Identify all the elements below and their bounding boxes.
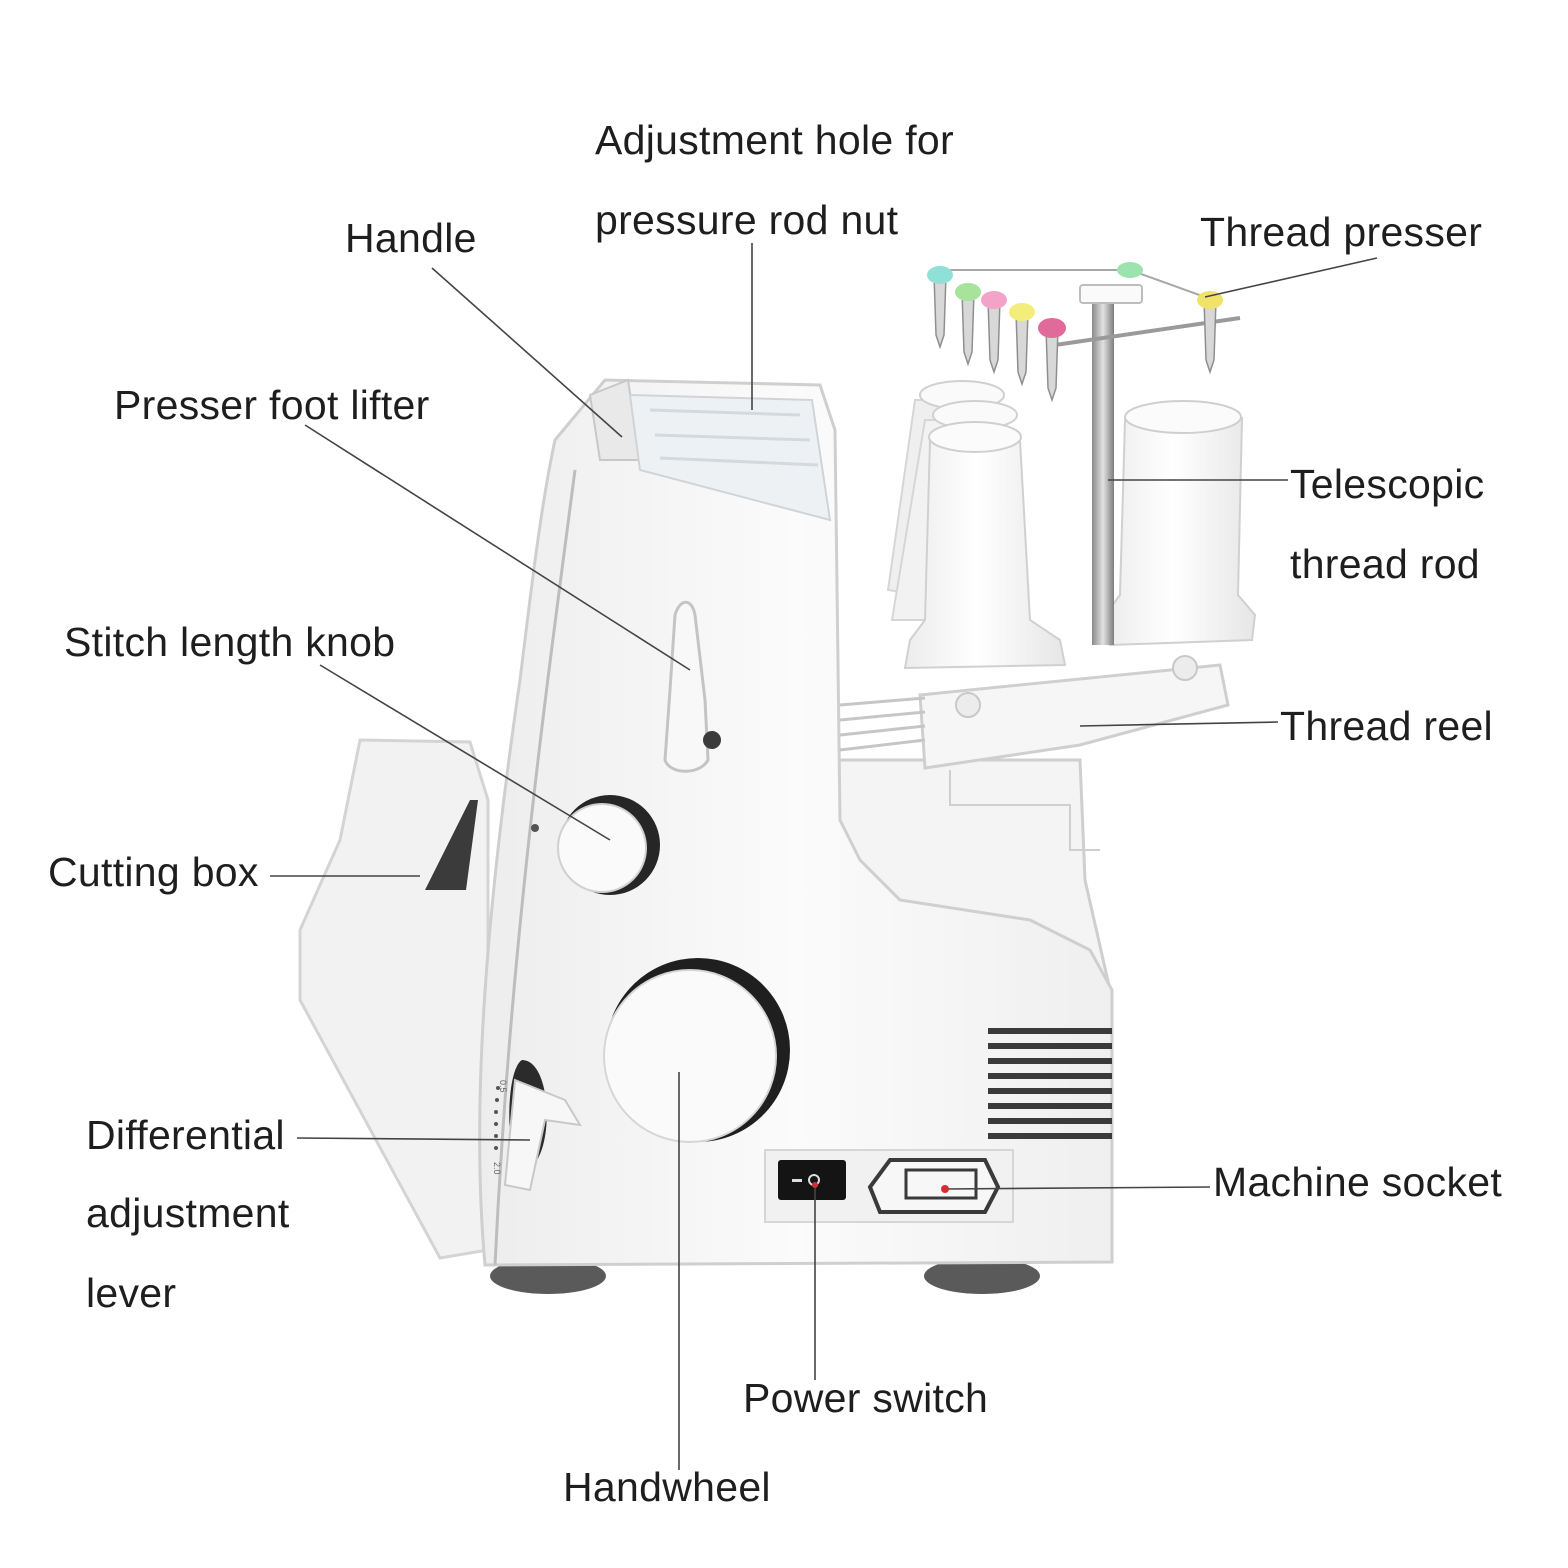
thread-guide-7	[1197, 291, 1223, 309]
power-switch-icon	[778, 1160, 846, 1200]
differential-scale	[494, 1086, 500, 1150]
label-stitch-length-knob: Stitch length knob	[64, 619, 396, 665]
thread-guide-3	[981, 291, 1007, 309]
socket-inner	[904, 1168, 978, 1200]
label-adjustment-hole-line1: Adjustment hole for	[595, 117, 954, 163]
label-telescopic-line1: Telescopic	[1290, 461, 1485, 507]
label-power-switch: Power switch	[743, 1375, 989, 1421]
label-telescopic-line2: thread rod	[1290, 541, 1480, 587]
handwheel-disc	[603, 969, 777, 1143]
leader-lines	[270, 243, 1378, 1470]
leader-endpoints	[812, 1182, 949, 1193]
spool-pin-1	[955, 692, 981, 718]
rod-top-cap	[1079, 284, 1143, 304]
leader-stitch-length-knob	[319, 664, 611, 841]
label-differential-line1: Differential	[86, 1112, 285, 1158]
differential-lever	[503, 1078, 582, 1192]
label-cutting-box: Cutting box	[48, 849, 259, 895]
tension-grooves	[649, 408, 819, 467]
rear-base-step	[949, 770, 1100, 851]
label-thread-reel: Thread reel	[1280, 703, 1493, 749]
switch-i-mark	[792, 1179, 802, 1182]
thread-guide-6	[1117, 262, 1143, 278]
front-cover-edge	[493, 469, 577, 1266]
label-handle: Handle	[345, 215, 477, 261]
thread-guide-5	[1038, 318, 1066, 338]
stitch-length-knob	[557, 803, 647, 893]
leader-differential	[296, 1137, 531, 1141]
label-differential-line3: lever	[86, 1270, 177, 1316]
rear-foot	[924, 1258, 1040, 1294]
label-presser-foot-lifter: Presser foot lifter	[114, 382, 430, 428]
presser-foot-pivot	[703, 731, 721, 749]
label-adjustment-hole-line2: pressure rod nut	[595, 197, 899, 243]
presser-foot-lifter	[663, 600, 710, 773]
thread-guides	[927, 262, 1223, 403]
leader-thread-presser	[1204, 257, 1378, 298]
thread-cones-right	[1103, 400, 1257, 647]
label-thread-presser: Thread presser	[1200, 209, 1483, 255]
label-differential-line2: adjustment	[86, 1190, 290, 1236]
cutting-box-opening	[425, 800, 478, 890]
vent-grille	[988, 1028, 1112, 1139]
leader-handle	[431, 267, 623, 438]
scale-mark-top: 0.5	[498, 1080, 508, 1093]
machine-illustration: 0.5 2.0	[298, 262, 1257, 1294]
front-foot	[490, 1258, 606, 1294]
telescopic-thread-rod	[1092, 300, 1114, 645]
machine-socket-icon	[867, 1158, 1001, 1214]
knob-dot	[531, 824, 539, 832]
label-machine-socket: Machine socket	[1213, 1159, 1503, 1205]
thread-cones-left	[886, 380, 1067, 670]
spool-pin-2	[1172, 655, 1198, 681]
label-handwheel: Handwheel	[563, 1464, 771, 1510]
leader-presser-foot-lifter	[304, 424, 691, 671]
cutting-box-housing	[298, 738, 490, 1260]
thread-guide-2	[955, 283, 981, 301]
scale-mark-bottom: 2.0	[492, 1162, 502, 1175]
thread-guide-4	[1009, 303, 1035, 321]
thread-guide-1	[927, 266, 953, 284]
leader-machine-socket	[944, 1186, 1211, 1190]
tray-rails	[839, 696, 926, 752]
leader-thread-reel	[1079, 721, 1279, 727]
